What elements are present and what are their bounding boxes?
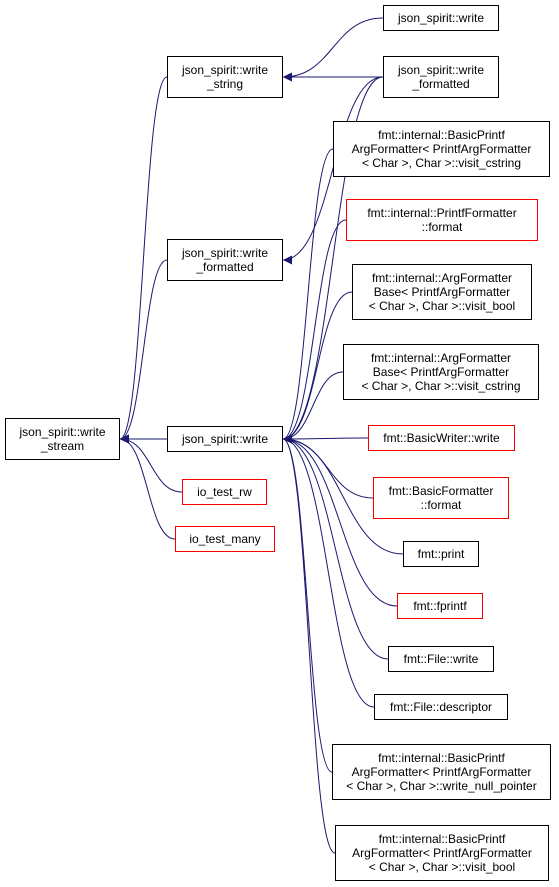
node-label-line: _formatted xyxy=(196,260,254,274)
node-label-line: fmt::BasicWriter::write xyxy=(383,431,500,445)
node-label-line: io_test_rw xyxy=(197,485,252,499)
edge-afb_visit_bool-to-write_mid xyxy=(282,291,353,444)
edge-write_formatted_top-to-write_mid xyxy=(282,76,384,444)
node-printf-formatter-format[interactable]: fmt::internal::PrintfFormatter ::format xyxy=(346,199,538,241)
node-file-descriptor[interactable]: fmt::File::descriptor xyxy=(374,694,508,720)
edge-io_test_many-to-write_stream xyxy=(119,434,176,540)
edge-fmt_fprintf-to-write_mid xyxy=(282,434,398,607)
node-fmt-print[interactable]: fmt::print xyxy=(403,541,479,567)
node-label-line: < Char >, Char >::visit_cstring xyxy=(361,156,522,170)
edge-bp_visit_bool-to-write_mid xyxy=(282,434,336,854)
node-label-line: ArgFormatter< PrintfArgFormatter xyxy=(351,142,532,156)
node-label-line: fmt::BasicFormatter xyxy=(388,484,494,498)
node-label-line: json_spirit::write xyxy=(19,425,106,439)
edge-file_descriptor-to-write_mid xyxy=(282,434,375,708)
node-arg-formatter-base-visit-bool[interactable]: fmt::internal::ArgFormatter Base< Printf… xyxy=(352,264,532,320)
node-label-line: fmt::internal::BasicPrintf xyxy=(378,128,505,142)
node-label-line: fmt::File::write xyxy=(403,652,479,666)
node-label-line: < Char >, Char >::visit_bool xyxy=(368,860,516,874)
node-label-line: _formatted xyxy=(412,77,470,91)
edge-write_formatted_mid-to-write_stream xyxy=(119,259,168,444)
node-label-line: json_spirit::write xyxy=(397,63,485,77)
node-label-line: ::format xyxy=(420,498,462,512)
node-label-line: _stream xyxy=(40,439,85,453)
node-json-spirit-write-stream: json_spirit::write _stream xyxy=(5,418,120,460)
node-basic-printf-visit-bool[interactable]: fmt::internal::BasicPrintf ArgFormatter<… xyxy=(335,825,549,881)
node-io-test-rw[interactable]: io_test_rw xyxy=(182,479,267,505)
node-label-line: json_spirit::write xyxy=(181,63,269,77)
node-label-line: json_spirit::write xyxy=(181,432,269,446)
node-label-line: fmt::fprintf xyxy=(413,599,467,613)
node-label-line: ArgFormatter< PrintfArgFormatter xyxy=(352,846,532,860)
node-label-line: fmt::internal::BasicPrintf xyxy=(378,751,505,765)
node-label-line: fmt::internal::ArgFormatter xyxy=(371,271,513,285)
node-fmt-fprintf[interactable]: fmt::fprintf xyxy=(397,593,483,619)
edge-printf_formatter_format-to-write_mid xyxy=(282,219,347,444)
node-json-spirit-write[interactable]: json_spirit::write xyxy=(167,426,283,452)
node-label-line: < Char >, Char >::visit_bool xyxy=(368,299,516,313)
node-file-write[interactable]: fmt::File::write xyxy=(388,646,494,672)
edge-fmt_print-to-write_mid xyxy=(282,434,404,555)
node-label-line: json_spirit::write xyxy=(397,11,485,25)
edge-write_top-to-write_string xyxy=(282,17,384,82)
node-json-spirit-write-formatted-top[interactable]: json_spirit::write _formatted xyxy=(383,56,499,98)
node-json-spirit-write-string[interactable]: json_spirit::write _string xyxy=(167,56,283,98)
edge-basic_writer_write-to-write_mid xyxy=(282,434,369,444)
node-label-line: _string xyxy=(206,77,244,91)
edge-bp_write_null_pointer-to-write_mid xyxy=(282,434,333,773)
node-basic-formatter-format[interactable]: fmt::BasicFormatter ::format xyxy=(373,477,509,519)
edge-write_string-to-write_stream xyxy=(119,76,168,444)
edge-bp_visit_cstring-to-write_mid xyxy=(282,148,334,444)
node-json-spirit-write-top[interactable]: json_spirit::write xyxy=(383,5,499,31)
node-label-line: ::format xyxy=(421,220,463,234)
node-label-line: Base< PrintfArgFormatter xyxy=(373,285,511,299)
node-label-line: fmt::internal::ArgFormatter xyxy=(370,351,512,365)
node-arg-formatter-base-visit-cstring[interactable]: fmt::internal::ArgFormatter Base< Printf… xyxy=(343,344,539,400)
node-label-line: json_spirit::write xyxy=(181,246,269,260)
node-label-line: fmt::internal::BasicPrintf xyxy=(378,832,506,846)
node-label-line: < Char >, Char >::visit_cstring xyxy=(361,379,521,393)
node-label-line: fmt::print xyxy=(417,547,465,561)
node-json-spirit-write-formatted[interactable]: json_spirit::write _formatted xyxy=(167,239,283,281)
node-label-line: io_test_many xyxy=(189,532,261,546)
node-label-line: Base< PrintfArgFormatter xyxy=(372,365,510,379)
node-basic-printf-write-null-pointer[interactable]: fmt::internal::BasicPrintf ArgFormatter<… xyxy=(332,744,551,800)
edge-file_write-to-write_mid xyxy=(282,434,389,660)
node-label-line: < Char >, Char >::write_null_pointer xyxy=(346,779,537,793)
node-basic-writer-write[interactable]: fmt::BasicWriter::write xyxy=(368,425,515,451)
node-label-line: fmt::internal::PrintfFormatter xyxy=(367,206,517,220)
node-io-test-many[interactable]: io_test_many xyxy=(175,526,275,552)
node-basic-printf-visit-cstring[interactable]: fmt::internal::BasicPrintf ArgFormatter<… xyxy=(333,121,550,177)
node-label-line: fmt::File::descriptor xyxy=(389,700,493,714)
node-label-line: ArgFormatter< PrintfArgFormatter xyxy=(351,765,532,779)
